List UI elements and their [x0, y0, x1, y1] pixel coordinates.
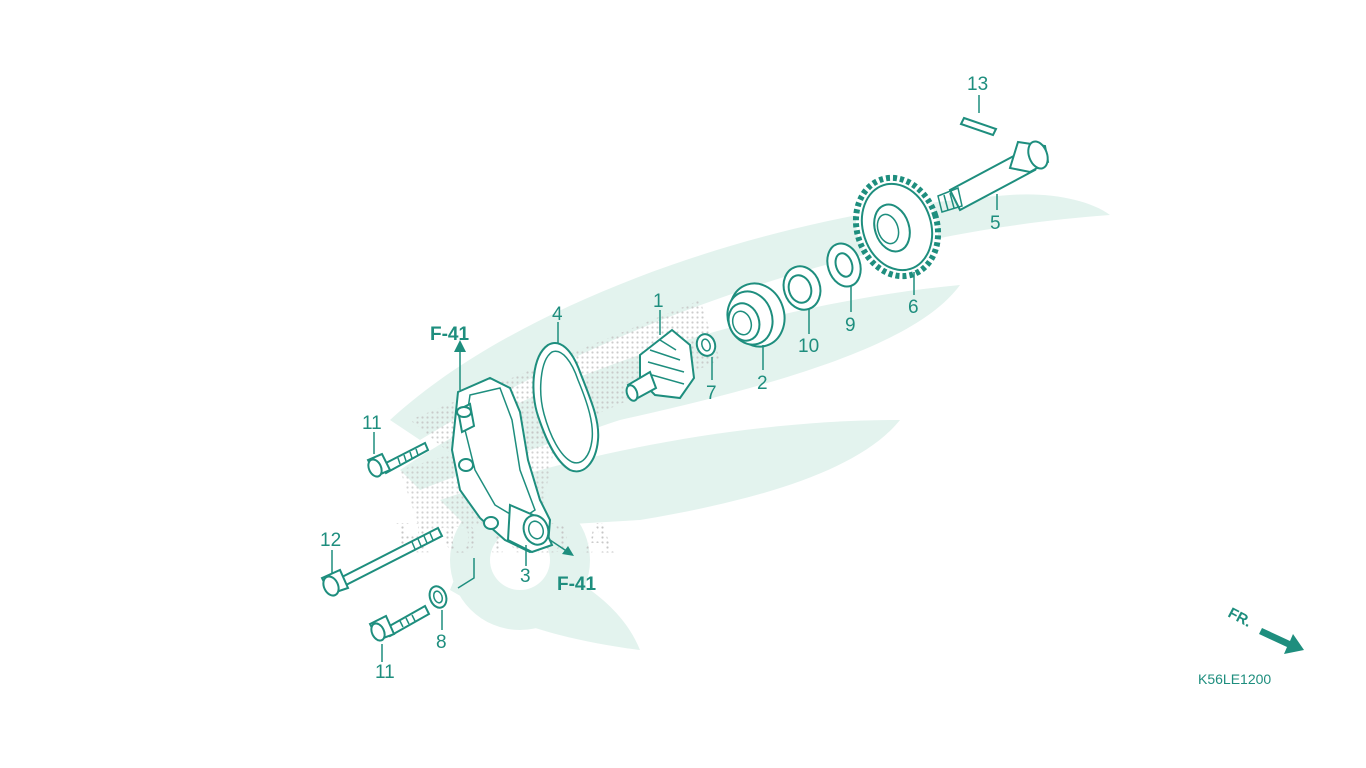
callout-11-upper: 11: [362, 413, 382, 434]
part-7-washer[interactable]: [694, 332, 718, 358]
front-arrow-icon: [1259, 628, 1304, 654]
part-4-gasket[interactable]: [532, 342, 600, 473]
callout-7: 7: [706, 383, 717, 404]
front-indicator: FR.: [1225, 605, 1304, 654]
part-6-gear[interactable]: [844, 167, 951, 287]
callout-3: 3: [520, 566, 531, 587]
part-13-pin[interactable]: [959, 116, 998, 137]
callout-2: 2: [757, 373, 768, 394]
part-1-impeller[interactable]: [625, 328, 696, 402]
part-8-washer[interactable]: [427, 584, 450, 610]
callout-11-lower: 11: [375, 662, 395, 683]
callout-12: 12: [320, 530, 341, 551]
part-9-washer[interactable]: [822, 239, 866, 291]
part-11-bolt-lower[interactable]: [368, 604, 431, 643]
part-12-long-bolt[interactable]: [320, 526, 444, 598]
callout-10: 10: [798, 336, 819, 357]
part-2-seal[interactable]: [721, 276, 793, 354]
callout-4: 4: [552, 304, 563, 325]
front-indicator-label: FR.: [1225, 605, 1254, 631]
reference-f41-upper[interactable]: F-41: [430, 324, 470, 345]
callout-labels: 1 2 3 4 5 6 7 8 9 10 11 11 12 13 F-41 F-…: [320, 74, 1001, 683]
reference-f41-lower[interactable]: F-41: [557, 574, 597, 595]
part-3-pump-cover[interactable]: [450, 376, 554, 554]
callout-5: 5: [990, 213, 1001, 234]
callout-1: 1: [653, 291, 664, 312]
part-10-bearing[interactable]: [778, 262, 826, 315]
callout-9: 9: [845, 315, 856, 336]
leader-lines: [331, 95, 998, 662]
callout-13: 13: [967, 74, 988, 95]
diagram-code: K56LE1200: [1198, 671, 1271, 687]
part-5-shaft[interactable]: [937, 139, 1051, 213]
callout-6: 6: [908, 297, 919, 318]
part-11-bolt-upper[interactable]: [366, 441, 430, 479]
callout-8: 8: [436, 632, 447, 653]
